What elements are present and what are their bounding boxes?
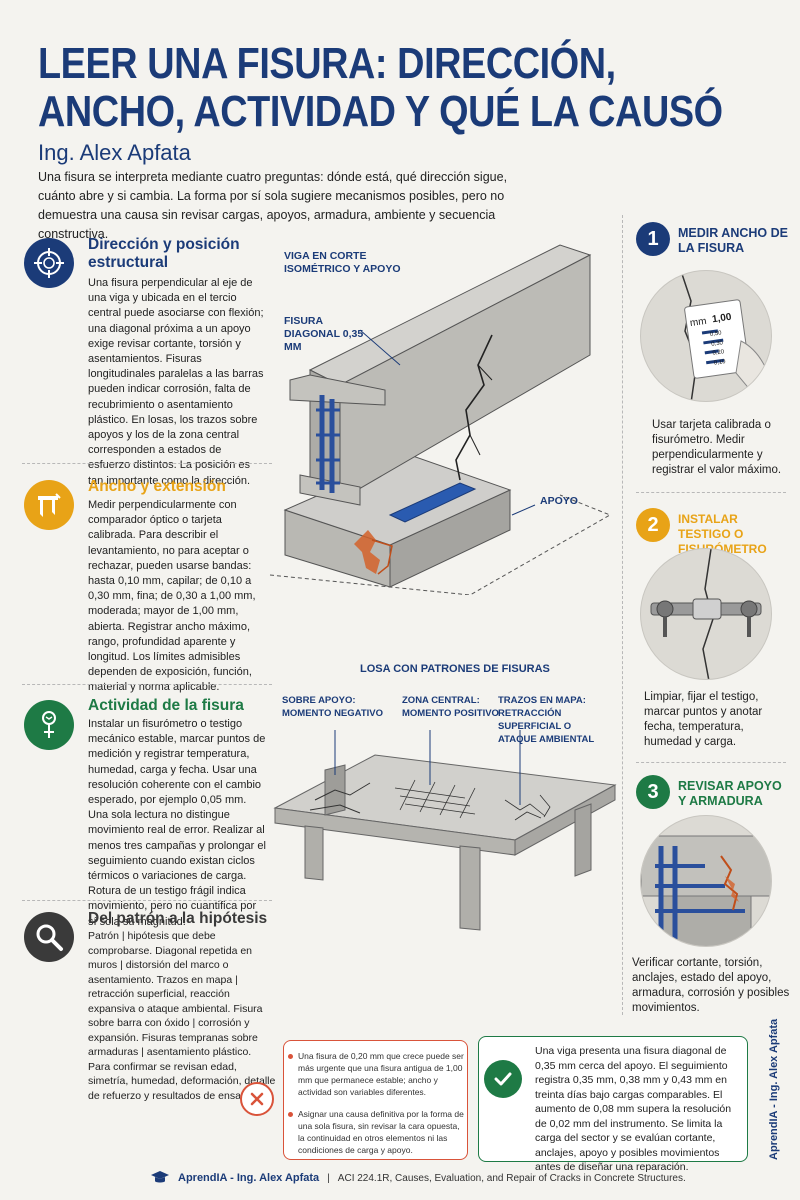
step-number-3: 3 (636, 775, 670, 809)
label-slab-support: SOBRE APOYO: MOMENTO NEGATIVO (282, 695, 383, 719)
divider (22, 684, 272, 685)
divider (22, 463, 272, 464)
label-slab-center: ZONA CENTRAL: MOMENTO POSITIVO (402, 695, 499, 719)
footer-brand: AprendIA - Ing. Alex Apfata (178, 1172, 320, 1184)
section-title-activity: Actividad de la fisura (88, 697, 244, 714)
check-icon (484, 1060, 522, 1098)
step-text-2: Limpiar, fijar el testigo, marcar puntos… (644, 691, 763, 748)
label-support: APOYO (540, 495, 578, 507)
section-title-direction: Dirección y posición estructural (88, 236, 240, 271)
footer-reference: ACI 224.1R, Causes, Evaluation, and Repa… (337, 1172, 686, 1184)
warning-bullet-1: Una fisura de 0,20 mm que crece puede se… (298, 1051, 464, 1097)
example-text: Una viga presenta una fisura diagonal de… (535, 1045, 732, 1173)
section-text-direction: Una fisura perpendicular al eje de una v… (88, 277, 264, 487)
warning-box (283, 1040, 468, 1160)
bullet-dot (288, 1054, 293, 1059)
slab-illustration (273, 730, 617, 931)
step-3-illustration (640, 815, 772, 947)
divider (22, 900, 272, 901)
section-title-pattern: Del patrón a la hipótesis (88, 910, 268, 927)
label-beam-section: VIGA EN CORTE ISOMÉTRICO Y APOYO (284, 250, 401, 275)
bullet-dot (288, 1112, 293, 1117)
divider (636, 492, 786, 493)
caliper-icon (24, 480, 74, 530)
step-2-illustration (640, 548, 772, 680)
author-name: Ing. Alex Apfata (38, 140, 191, 165)
crosshair-icon (24, 238, 74, 288)
label-diagonal-crack: FISURA DIAGONAL 0,35 mm (284, 315, 364, 353)
label-slab-map: TRAZOS EN MAPA: RETRACCIÓN SUPERFICIAL O… (498, 695, 595, 745)
section-text-width: Medir perpendicularmente con comparador … (88, 499, 256, 694)
step-number-1: 1 (636, 222, 670, 256)
footer-separator: | (327, 1172, 330, 1184)
step-title-1: MEDIR ANCHO DE LA FISURA (678, 226, 788, 255)
intro-text: Una fisura se interpreta mediante cuatro… (38, 170, 508, 241)
step-number-2: 2 (636, 508, 670, 542)
section-text-pattern: Patrón | hipótesis que debe comprobarse.… (88, 930, 276, 1102)
step-1-illustration (640, 270, 772, 402)
footer: AprendIA - Ing. Alex Apfata | ACI 224.1R… (150, 1170, 686, 1186)
step-title-3: REVISAR APOYO Y ARMADURA (678, 779, 782, 808)
beam-illustration (269, 244, 612, 595)
close-icon (240, 1082, 274, 1116)
magnifier-icon (24, 912, 74, 962)
section-text-activity: Instalar un fisurómetro o testigo mecáni… (88, 718, 266, 928)
section-title-width: Ancho y extensión (88, 478, 226, 495)
slab-title: LOSA CON PATRONES DE FISURAS (360, 663, 550, 675)
step-text-1: Usar tarjeta calibrada o fisurómetro. Me… (652, 419, 782, 476)
warning-bullet-2: Asignar una causa definitiva por la form… (298, 1109, 464, 1155)
card-unit: mm (689, 315, 708, 330)
example-box (478, 1036, 748, 1162)
step-text-3: Verificar cortante, torsión, anclajes, e… (632, 957, 790, 1014)
side-brand: AprendIA - Ing. Alex Apfata (768, 1018, 780, 1160)
crack-monitor-icon (24, 700, 74, 750)
column-divider (622, 215, 623, 1015)
page-title: LEER UNA FISURA: DIRECCIÓN, ANCHO, ACTIV… (38, 39, 723, 136)
divider (636, 762, 786, 763)
graduation-cap-icon (151, 1171, 169, 1183)
